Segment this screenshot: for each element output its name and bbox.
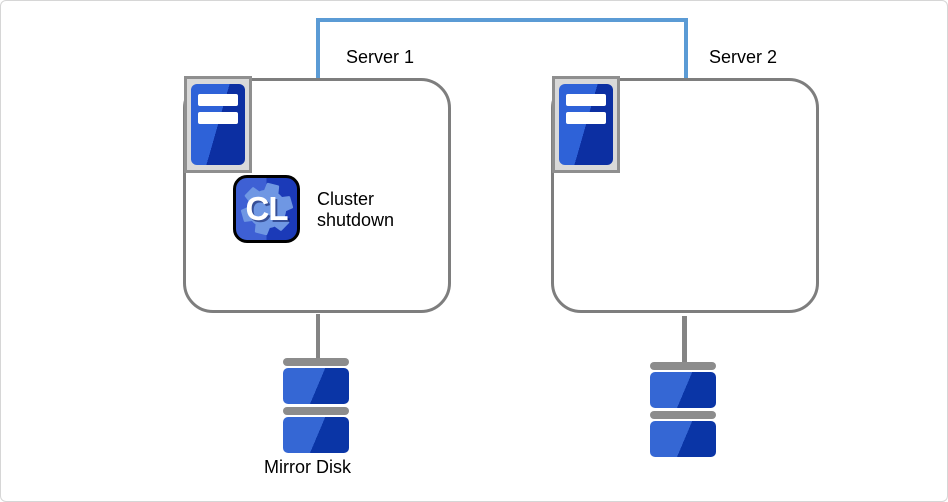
disk-cap (650, 362, 716, 370)
server-drive-slot-icon (566, 94, 606, 106)
server1-disk-connector-line (315, 314, 320, 360)
server-tower-icon (559, 84, 613, 165)
disk-platter (283, 368, 349, 404)
disk-platter (650, 421, 716, 457)
mirror-disk-icon (283, 358, 349, 453)
disk-platter (283, 417, 349, 453)
server-icon (552, 76, 620, 173)
server-drive-slot-icon (198, 94, 238, 106)
server-icon (184, 76, 252, 173)
gear-icon (240, 182, 293, 236)
server-drive-slot-icon (566, 112, 606, 124)
server2-label: Server 2 (709, 47, 778, 67)
disk-cap (283, 358, 349, 366)
cluster-shutdown-label: Cluster shutdown (317, 189, 395, 230)
mirror-disk-label: Mirror Disk (264, 457, 351, 477)
disk-platter (650, 372, 716, 408)
disk-cap (650, 411, 716, 419)
disk-cap (283, 407, 349, 415)
server-drive-slot-icon (198, 112, 238, 124)
server1-label: Server 1 (346, 47, 415, 67)
cluster-badge-text: CL (245, 190, 289, 227)
server-tower-icon (191, 84, 245, 165)
cluster-shutdown-badge: CL (233, 175, 300, 243)
interconnect-line (316, 18, 688, 78)
server2-disk-connector-line (682, 316, 687, 364)
mirror-disk-icon (650, 362, 716, 457)
